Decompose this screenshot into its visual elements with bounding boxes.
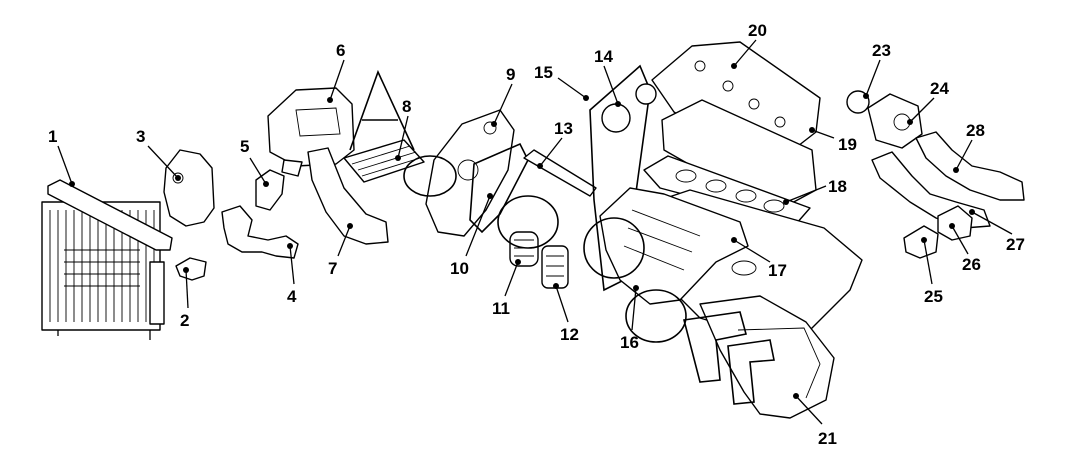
callout-6: 6 <box>336 41 345 60</box>
seal-ring-drawing <box>497 195 559 249</box>
radiator-lower-bracket-drawing <box>175 257 207 281</box>
intake-manifold-drawing <box>599 187 749 305</box>
callout-11: 11 <box>492 299 510 318</box>
thermostat-drawing <box>903 225 939 259</box>
timing-gear-cover-drawing <box>425 109 515 237</box>
callout-27: 27 <box>1006 235 1025 254</box>
hose-connector-drawing <box>255 169 285 211</box>
callout-21: 21 <box>818 429 837 448</box>
cylinder-head-drawing <box>661 99 817 205</box>
callout-10: 10 <box>450 259 469 278</box>
timing-belt-cover-drawing <box>163 149 215 227</box>
callout-9: 9 <box>506 65 515 84</box>
callout-23: 23 <box>872 41 891 60</box>
callout-15: 15 <box>534 63 553 82</box>
callout-26: 26 <box>962 255 981 274</box>
callout-2: 2 <box>180 311 189 330</box>
callout-28: 28 <box>966 121 985 140</box>
head-gasket-drawing <box>643 155 811 225</box>
callout-5: 5 <box>240 137 249 156</box>
callout-8: 8 <box>402 97 411 116</box>
leader-lines <box>57 39 1013 425</box>
callout-19: 19 <box>838 135 857 154</box>
spark-plug-lead-drawing <box>523 149 597 197</box>
water-pump-drawing <box>867 93 923 149</box>
callout-20: 20 <box>748 21 767 40</box>
fuel-filter-drawing <box>541 245 569 289</box>
callout-17: 17 <box>768 261 787 280</box>
coolant-hose-drawing <box>221 205 299 259</box>
callout-12: 12 <box>560 325 579 344</box>
callout-13: 13 <box>554 119 573 138</box>
callout-24: 24 <box>930 79 949 98</box>
callout-18: 18 <box>828 177 847 196</box>
camshaft-sprocket-drawing <box>601 103 631 133</box>
air-filter-element-drawing <box>343 139 425 183</box>
callout-25: 25 <box>924 287 943 306</box>
callout-4: 4 <box>287 287 297 306</box>
callout-3: 3 <box>136 127 145 146</box>
watermark-outline <box>349 69 775 405</box>
callout-7: 7 <box>328 259 337 278</box>
radiator-top-bracket-drawing <box>47 179 173 251</box>
callout-labels: 1 2 3 4 5 6 7 8 9 10 11 12 13 14 15 16 1… <box>48 21 1025 448</box>
oil-filter-drawing <box>509 231 539 267</box>
air-filter-housing-drawing <box>267 87 355 167</box>
air-intake-duct-drawing <box>307 147 389 245</box>
callout-1: 1 <box>48 127 57 146</box>
upper-coolant-pipe-drawing <box>915 131 1025 201</box>
callout-16: 16 <box>620 333 639 352</box>
callout-14: 14 <box>594 47 613 66</box>
thermostat-housing-drawing <box>937 205 973 241</box>
